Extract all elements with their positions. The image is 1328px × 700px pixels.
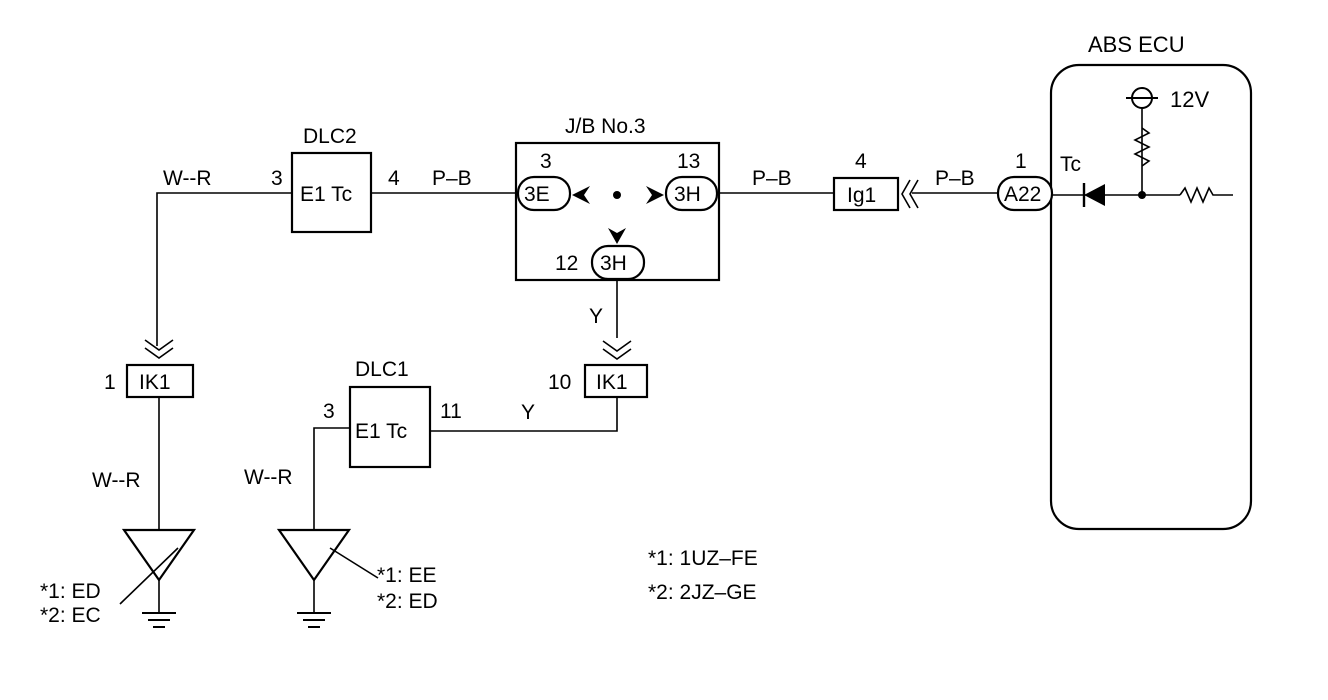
ground-left-line2: *2: EC xyxy=(40,604,101,627)
wire-label-pb-jb: P–B xyxy=(752,167,792,190)
dlc1: DLC1 E1 Tc 3 11 xyxy=(323,358,462,469)
resistor-pullup-icon xyxy=(1133,127,1151,167)
jb-terminal-bottom-icon xyxy=(608,228,626,244)
dlc2-box xyxy=(290,151,373,234)
jb-terminal-right-icon xyxy=(646,186,664,204)
ig1-connector-icon xyxy=(901,179,919,209)
ik1-right-connector-icon xyxy=(602,340,632,360)
ecu-title: ABS ECU xyxy=(1088,32,1185,57)
ik1-left-box xyxy=(125,363,195,399)
jb-connector-3h-right xyxy=(664,175,719,212)
ecu-voltage: 12V xyxy=(1170,87,1209,112)
ik1-left-label: IK1 xyxy=(139,371,171,394)
jb-pin-12: 12 xyxy=(555,252,578,275)
dlc2: DLC2 E1 Tc 3 4 xyxy=(271,125,400,234)
dlc1-label: E1 Tc xyxy=(355,420,407,443)
jb-splice-dot xyxy=(613,191,621,199)
ecu-connector-a22 xyxy=(996,175,1054,212)
jb-connector-3e xyxy=(516,175,572,212)
note-line1: *1: 1UZ–FE xyxy=(648,547,758,570)
engine-notes: *1: 1UZ–FE *2: 2JZ–GE xyxy=(648,547,758,604)
ground-left-triangle-icon xyxy=(121,528,197,582)
ecu-terminal-label: Tc xyxy=(1060,153,1081,176)
jb-connector-3h-right-label: 3H xyxy=(674,183,701,206)
ik1-left-connector-icon xyxy=(144,339,174,359)
abs-ecu: ABS ECU A22 1 Tc 12V xyxy=(996,32,1253,531)
wire-label-wr-top: W--R xyxy=(163,167,212,190)
ig1-box xyxy=(832,176,900,212)
jb-terminal-left-icon xyxy=(572,186,590,204)
ik1-left: IK1 1 xyxy=(104,339,195,399)
ground-left-line1: *1: ED xyxy=(40,580,101,603)
ground-mid-line2: *2: ED xyxy=(377,590,438,613)
ground-left-symbol-icon xyxy=(142,612,176,628)
wire-wr-dlc2-to-ik1 xyxy=(156,192,292,346)
dlc2-label: E1 Tc xyxy=(300,183,352,206)
ik1-right-label: IK1 xyxy=(596,371,628,394)
jb-pin-13: 13 xyxy=(677,150,700,173)
ecu-connector-label: A22 xyxy=(1004,183,1041,206)
resistor-series-icon xyxy=(1179,185,1233,205)
ground-mid-symbol-icon xyxy=(297,612,331,628)
wire-wr-dlc1-to-ground xyxy=(313,427,350,530)
ecu-pin: 1 xyxy=(1015,150,1027,173)
ig1: 4 Ig1 xyxy=(832,150,919,212)
dlc1-box xyxy=(348,385,432,469)
ik1-right-box xyxy=(583,363,649,399)
jb-pin-3: 3 xyxy=(540,150,552,173)
wire-label-wr-left: W--R xyxy=(92,469,141,492)
ground-left-leader xyxy=(119,547,179,605)
ground-mid-triangle-icon xyxy=(276,528,352,582)
jb-title: J/B No.3 xyxy=(565,115,646,138)
dlc2-pin-right: 4 xyxy=(388,167,400,190)
jb-connector-3e-label: 3E xyxy=(524,183,550,206)
jb-connector-3h-bottom-label: 3H xyxy=(600,252,627,275)
wire-y-ik1-to-dlc1 xyxy=(430,397,618,432)
ik1-right-pin: 10 xyxy=(548,371,571,394)
diode-icon xyxy=(1084,184,1105,206)
ig1-label: Ig1 xyxy=(847,184,876,207)
ik1-right: IK1 10 xyxy=(548,340,649,399)
junction-block-3: J/B No.3 3 13 3E 3H 3H 12 xyxy=(514,115,721,282)
ecu-frame xyxy=(1049,63,1253,531)
note-line2: *2: 2JZ–GE xyxy=(648,581,757,604)
dlc1-title: DLC1 xyxy=(355,358,409,381)
wire-label-y-dlc1: Y xyxy=(521,401,535,424)
ground-mid-line1: *1: EE xyxy=(377,564,437,587)
jb-connector-3h-bottom xyxy=(590,244,646,281)
ik1-left-pin: 1 xyxy=(104,371,116,394)
ig1-pin: 4 xyxy=(855,150,867,173)
dlc2-pin-left: 3 xyxy=(271,167,283,190)
ground-mid-leader xyxy=(329,547,379,579)
dlc1-pin-left: 3 xyxy=(323,400,335,423)
dlc1-pin-right: 11 xyxy=(440,400,462,423)
wire-label-wr-mid: W--R xyxy=(244,466,293,489)
wire-label-y-vertical: Y xyxy=(589,305,603,328)
wire-labels: W--R P–B P–B P–B Y Y W--R W--R xyxy=(92,167,975,492)
wire-label-pb-dlc2: P–B xyxy=(432,167,472,190)
dlc2-title: DLC2 xyxy=(303,125,357,148)
ground-mid: *1: EE *2: ED xyxy=(276,528,438,628)
ground-left: *1: ED *2: EC xyxy=(40,528,197,628)
wire-label-pb-ecu: P–B xyxy=(935,167,975,190)
